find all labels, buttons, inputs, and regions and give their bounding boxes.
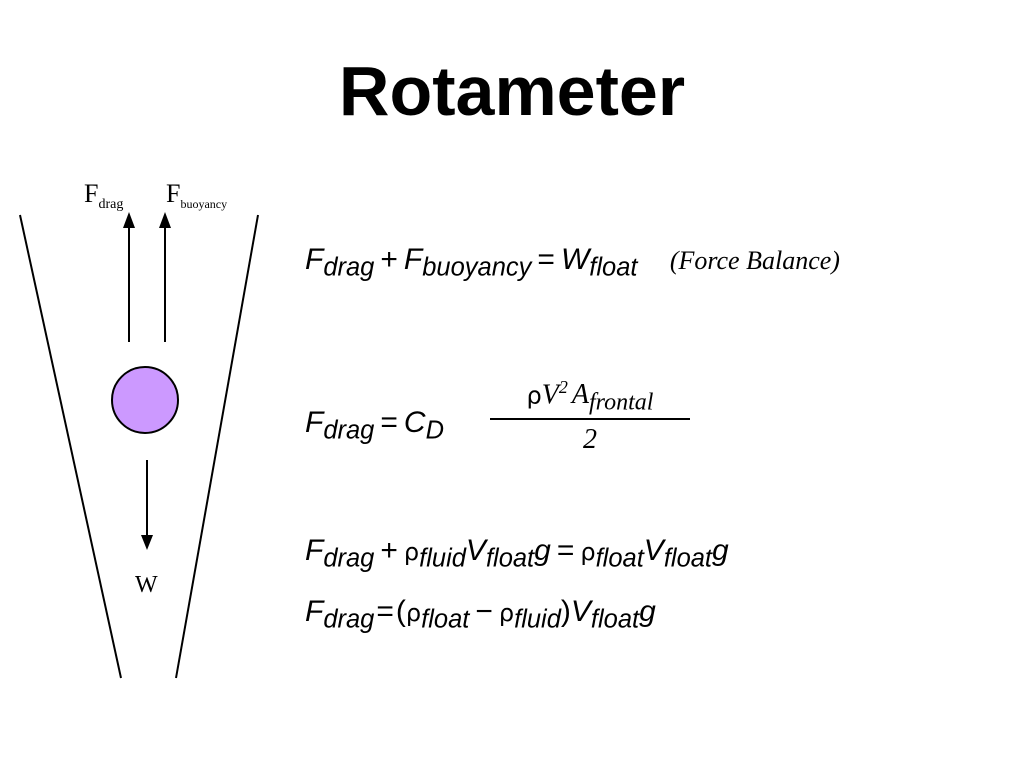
weight-label: W (135, 572, 158, 598)
buoyancy-arrow-head (159, 212, 171, 228)
buoyancy-label: Fbuoyancy (166, 179, 227, 211)
tube-wall-left (19, 214, 122, 679)
force-balance-note: (Force Balance) (669, 246, 840, 275)
equation-force-balance: Fdrag+Fbuoyancy=Wfloat (Force Balance) (305, 243, 840, 282)
weight-arrow-head (141, 535, 153, 550)
drag-label: Fdrag (84, 179, 123, 212)
fraction-bar (490, 418, 690, 421)
slide-title: Rotameter (338, 52, 686, 130)
equation-drag-result: Fdrag=(ρfloat−ρfluid)Vfloatg (305, 595, 656, 634)
equation-buoyancy-expanded: Fdrag+ρfluidVfloatg=ρfloatVfloatg (305, 534, 729, 573)
fraction-denominator: 2 (583, 424, 597, 456)
equation-drag: Fdrag=CD (305, 406, 444, 445)
tube-wall-right (175, 214, 259, 679)
drag-arrow-head (123, 212, 135, 228)
float-ball (111, 366, 179, 434)
